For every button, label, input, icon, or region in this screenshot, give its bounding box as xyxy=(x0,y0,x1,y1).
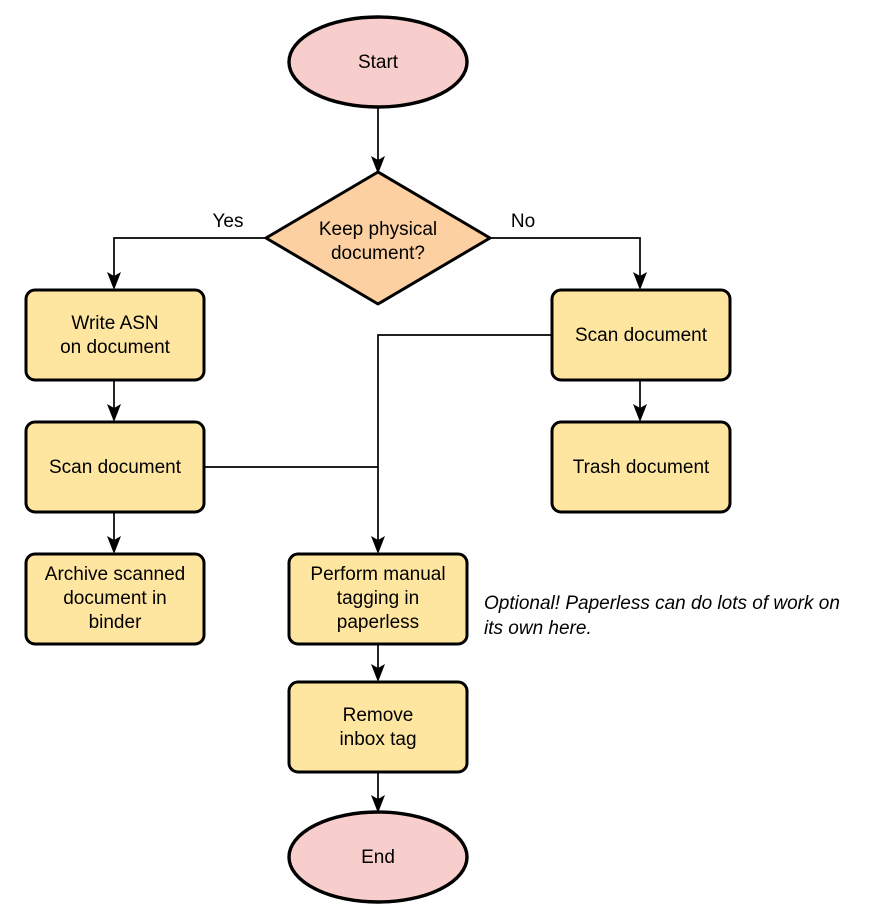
remove-inbox-tag-label-line2: inbox tag xyxy=(339,729,416,750)
node-scan-document-right[interactable]: Scan document xyxy=(550,288,732,382)
archive-label-line2: document in xyxy=(63,588,167,609)
edge-remove-tag-to-end xyxy=(371,772,385,813)
edges-layer xyxy=(107,103,647,813)
edge-label-no: No xyxy=(511,211,535,232)
node-remove-inbox-tag[interactable]: Remove inbox tag xyxy=(287,680,469,774)
scan-document-left-box[interactable] xyxy=(24,420,206,514)
write-asn-label-line1: Write ASN xyxy=(71,313,158,334)
archive-box[interactable] xyxy=(24,552,206,646)
edge-decision-yes-to-write-asn xyxy=(107,237,265,290)
archive-label-line1: Archive scanned xyxy=(45,564,185,585)
node-scan-document-left[interactable]: Scan document xyxy=(24,420,206,514)
annotation-optional-note: Optional! Paperless can do lots of work … xyxy=(484,593,840,639)
edge-label-yes: Yes xyxy=(213,211,244,232)
start-label: Start xyxy=(358,52,399,73)
write-asn-box[interactable] xyxy=(24,288,206,382)
remove-inbox-tag-label-line1: Remove xyxy=(343,705,414,726)
node-perform-manual-tagging[interactable]: Perform manual tagging in paperless xyxy=(287,552,469,646)
node-write-asn-on-document[interactable]: Write ASN on document xyxy=(24,288,206,382)
edge-start-to-decision xyxy=(371,103,385,174)
scan-document-right-box[interactable] xyxy=(550,288,732,382)
tagging-label-line1: Perform manual xyxy=(310,564,445,585)
end-label: End xyxy=(361,847,395,868)
edge-tagging-to-remove-tag xyxy=(371,644,385,682)
end-ellipse[interactable] xyxy=(287,810,469,904)
edge-scan-left-to-archive xyxy=(107,512,121,554)
trash-document-box[interactable] xyxy=(550,420,732,514)
node-trash-document[interactable]: Trash document xyxy=(550,420,732,514)
edge-scan-right-to-trash xyxy=(633,380,647,422)
archive-label-line3: binder xyxy=(89,612,142,633)
edge-decision-no-to-scan-right xyxy=(490,237,647,290)
node-start[interactable]: Start xyxy=(287,15,469,109)
decision-diamond[interactable] xyxy=(264,170,492,306)
tagging-label-line2: tagging in xyxy=(337,588,419,609)
optional-note-line2: its own here. xyxy=(484,618,592,639)
edge-write-asn-to-scan-left xyxy=(107,380,121,422)
scan-document-left-label: Scan document xyxy=(49,457,182,478)
node-archive-scanned-document[interactable]: Archive scanned document in binder xyxy=(24,552,206,646)
node-end[interactable]: End xyxy=(287,810,469,904)
decision-label-line1: Keep physical xyxy=(319,219,437,240)
edge-scan-right-to-tagging xyxy=(371,334,552,554)
node-decision-keep-physical-document[interactable]: Keep physical document? xyxy=(264,170,492,306)
optional-note-line1: Optional! Paperless can do lots of work … xyxy=(484,593,840,614)
trash-document-label: Trash document xyxy=(573,457,710,478)
tagging-label-line3: paperless xyxy=(337,612,419,633)
remove-inbox-tag-box[interactable] xyxy=(287,680,469,774)
scan-document-right-label: Scan document xyxy=(575,325,708,346)
tagging-box[interactable] xyxy=(287,552,469,646)
decision-label-line2: document? xyxy=(331,243,425,264)
start-ellipse[interactable] xyxy=(287,15,469,109)
write-asn-label-line2: on document xyxy=(60,337,171,358)
